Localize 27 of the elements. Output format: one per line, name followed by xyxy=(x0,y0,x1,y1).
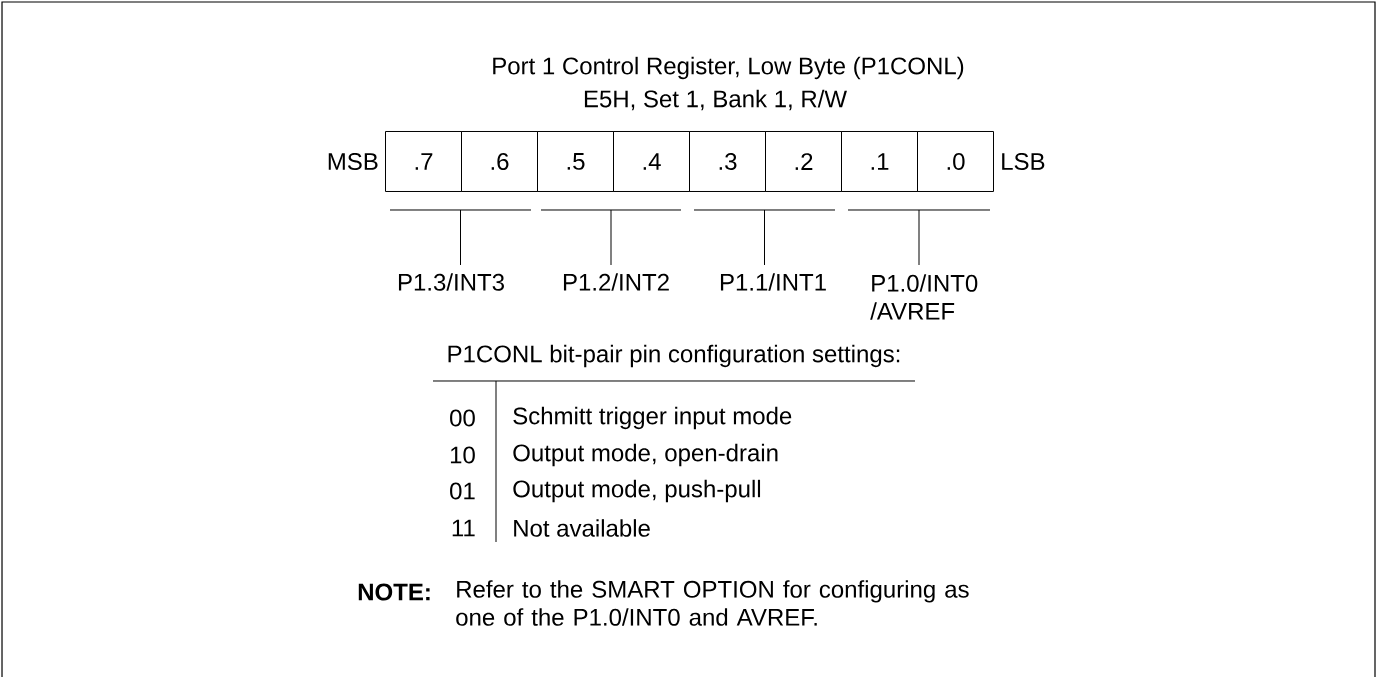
table-heading: P1CONL bit-pair pin configuration settings: xyxy=(448,344,900,368)
register-bit-cell: .0 xyxy=(917,131,994,192)
register-bit-cell: .6 xyxy=(461,131,538,192)
register-bit-cell: .4 xyxy=(613,131,690,192)
setting-code: 01 xyxy=(450,482,475,500)
pin-name: P1.2/INT2 xyxy=(563,273,669,291)
lsb-label: LSB xyxy=(1002,153,1045,170)
setting-description: Output mode, open-drain xyxy=(513,443,778,467)
register-bit-cell: .5 xyxy=(537,131,614,192)
title: Port 1 Control Register, Low Byte (P1CONL) xyxy=(493,56,964,80)
pin-name: P1.0/INT0 /AVREF xyxy=(870,274,978,320)
note-label: NOTE: xyxy=(358,583,430,601)
setting-code: 10 xyxy=(450,446,475,464)
register-bit-cell: .2 xyxy=(765,131,842,192)
register-bit-cell: .3 xyxy=(689,131,766,192)
setting-description: Output mode, push-pull xyxy=(513,479,761,503)
msb-label: MSB xyxy=(328,153,378,170)
register-bit-cell: .1 xyxy=(841,131,918,192)
setting-description: Schmitt trigger input mode xyxy=(513,406,792,430)
register-bit-cell: .7 xyxy=(385,131,462,192)
subtitle: E5H, Set 1, Bank 1, R/W xyxy=(584,89,847,111)
setting-description: Not available xyxy=(514,519,650,537)
setting-code: 00 xyxy=(450,409,475,427)
pin-name: P1.1/INT1 xyxy=(720,273,826,291)
pin-name: P1.3/INT3 xyxy=(398,273,504,291)
note-text: Refer to the SMART OPTION for configuring as one of the P1.0/INT0 and AVREF. xyxy=(456,580,969,626)
setting-code: 11 xyxy=(452,519,475,537)
